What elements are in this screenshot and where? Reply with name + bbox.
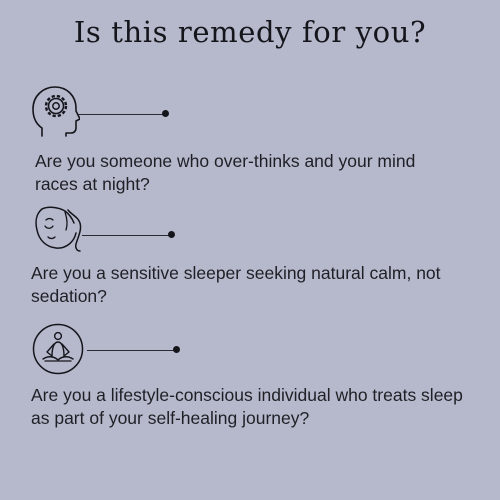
connector-line — [78, 114, 166, 115]
connector-dot — [168, 231, 175, 238]
question-overthinking: Are you someone who over-thinks and your… — [35, 151, 416, 194]
head-gear-icon — [32, 86, 80, 137]
meditation-icon — [32, 323, 84, 375]
page-title: Is this remedy for you? — [73, 15, 427, 49]
connector-dot — [173, 346, 180, 353]
question-sensitive-sleeper: Are you a sensitive sleeper seeking natu… — [31, 263, 441, 306]
connector-dot — [162, 110, 169, 117]
connector-line — [87, 350, 177, 351]
connector-line — [82, 235, 172, 236]
sleeping-face-icon — [35, 206, 82, 252]
question-lifestyle-conscious: Are you a lifestyle-conscious individual… — [31, 385, 463, 428]
